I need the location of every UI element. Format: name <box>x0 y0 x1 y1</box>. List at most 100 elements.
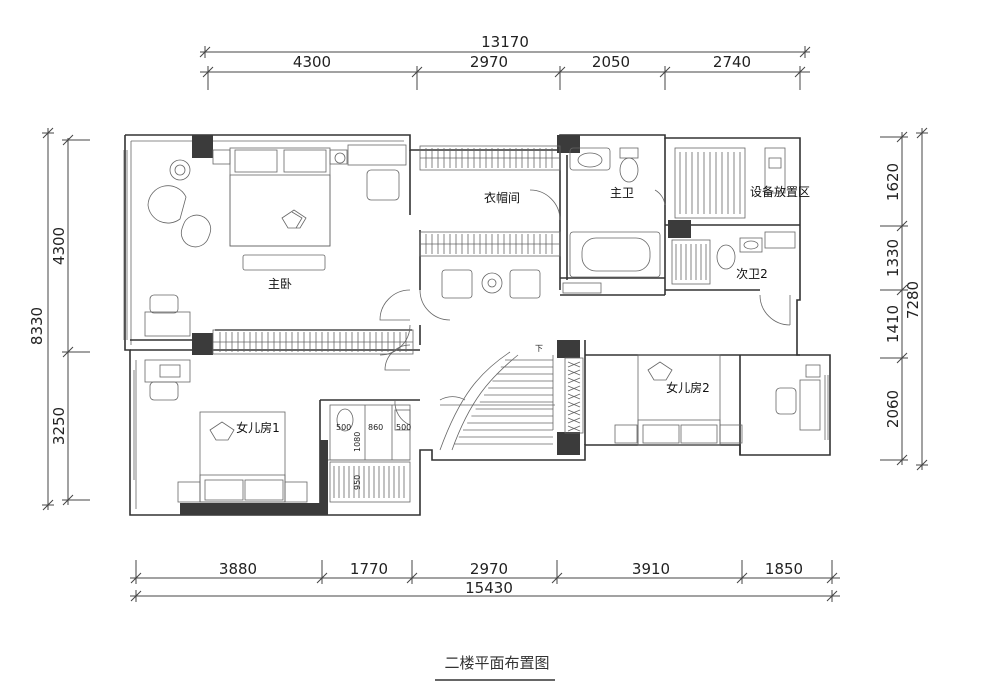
door-swing <box>759 294 791 326</box>
bath-zone <box>329 404 411 461</box>
nightstand <box>284 481 308 503</box>
bench <box>242 254 326 271</box>
basin <box>394 409 411 431</box>
door-swing <box>379 289 411 321</box>
bottom-total-dim: 15430 <box>465 579 513 597</box>
left-dim-1: 4300 <box>50 227 68 265</box>
top-dim-1: 4300 <box>293 53 331 71</box>
stair-down-label: 下 <box>535 344 543 353</box>
stair-outer-curve <box>439 351 511 451</box>
top-total-dim: 13170 <box>481 33 529 51</box>
daughter-room-1-furniture <box>144 359 308 503</box>
label-second-bath: 次卫2 <box>736 267 768 281</box>
plan-title: 二楼平面布置图 <box>444 654 549 672</box>
label-daughter-room-2: 女儿房2 <box>666 380 710 395</box>
door-swing <box>439 396 466 401</box>
island <box>481 272 503 294</box>
door-swing <box>384 344 411 371</box>
top-dim-4: 2740 <box>713 53 751 71</box>
column <box>192 135 213 158</box>
desk-chair <box>775 387 797 415</box>
door-swing <box>529 189 561 221</box>
bath-dim-2: 860 <box>368 423 383 432</box>
basin <box>739 237 763 253</box>
column <box>668 220 691 238</box>
staircase: 下 <box>439 344 584 451</box>
desk <box>799 379 821 431</box>
wall-segment-dark <box>180 503 328 515</box>
right-dim-4: 2060 <box>884 390 902 428</box>
ottoman <box>180 214 212 248</box>
bottom-dim-5: 1850 <box>765 560 803 578</box>
desk <box>144 311 191 337</box>
left-total-dim: 8330 <box>28 307 46 345</box>
door-swing <box>654 189 666 206</box>
cushion-icon <box>647 361 673 381</box>
bottom-dim-4: 3910 <box>632 560 670 578</box>
stair-rail <box>564 357 584 434</box>
left-dim-2: 3250 <box>50 407 68 445</box>
column <box>557 340 580 358</box>
right-dim-1: 1620 <box>884 163 902 201</box>
right-dim-3: 1410 <box>884 305 902 343</box>
lounge-chair <box>147 185 187 224</box>
shelf <box>764 231 796 249</box>
top-dim-3: 2050 <box>592 53 630 71</box>
room-labels: 主卧 衣帽间 主卫 设备放置区 次卫2 女儿房1 女儿房2 <box>236 184 810 435</box>
column <box>557 135 580 153</box>
vanity <box>569 147 611 171</box>
label-master-bath: 主卫 <box>610 186 634 200</box>
desk-chair <box>149 294 179 314</box>
door-swing <box>419 289 451 321</box>
nightstand <box>177 481 201 503</box>
desk-chair <box>149 381 179 401</box>
master-bath-fixtures <box>569 147 746 278</box>
nightstand <box>614 424 638 444</box>
bath-dim-5: 950 <box>353 475 362 490</box>
shower-tray <box>674 147 746 219</box>
toilet <box>716 244 736 270</box>
equipment-cabinet <box>764 147 786 194</box>
label-cloakroom: 衣帽间 <box>484 190 520 205</box>
master-bedroom-furniture <box>144 144 407 337</box>
label-daughter-room-1: 女儿房1 <box>236 420 280 435</box>
stool <box>441 269 473 299</box>
bottom-dim-3: 2970 <box>470 560 508 578</box>
toilet <box>336 408 354 432</box>
cushion-icon <box>209 421 235 441</box>
nightstand <box>719 424 743 444</box>
bottom-dimension-chain: 3880 1770 2970 3910 1850 15430 <box>130 560 840 602</box>
bath-dim-1: 500 <box>336 423 351 432</box>
daughter-room-2-furniture <box>614 354 821 446</box>
columns <box>180 135 691 515</box>
wardrobe-rails <box>212 145 602 355</box>
wall-segment-dark <box>320 440 328 515</box>
second-bath-fixtures <box>671 147 796 285</box>
shower <box>329 461 411 503</box>
door-swing <box>394 399 411 426</box>
top-dim-2: 2970 <box>470 53 508 71</box>
outer-wall <box>124 134 831 516</box>
cushion-icon <box>281 209 307 229</box>
label-equipment-area: 设备放置区 <box>750 184 810 199</box>
left-dimension-chain: 8330 4300 3250 <box>28 127 90 511</box>
drawing-title: 二楼平面布置图 <box>435 654 555 681</box>
right-dim-2: 1330 <box>884 239 902 277</box>
side-table <box>169 159 191 181</box>
shelf <box>562 282 602 294</box>
double-bed <box>229 147 331 247</box>
top-dimension-chain: 13170 4300 2970 2050 2740 <box>199 33 811 90</box>
right-dimension-chain: 1620 1330 1410 2060 7280 <box>880 127 928 471</box>
dresser <box>347 144 407 166</box>
bath-dim-4: 1080 <box>353 432 362 452</box>
right-total-dim: 7280 <box>904 281 922 319</box>
chair <box>366 169 400 201</box>
desk <box>144 359 191 383</box>
doors <box>379 189 791 426</box>
toilet <box>619 157 639 183</box>
label-master-bedroom: 主卧 <box>268 277 292 291</box>
shared-bath-fixtures: 500 860 500 1080 950 <box>329 404 411 503</box>
bathtub <box>569 231 661 278</box>
